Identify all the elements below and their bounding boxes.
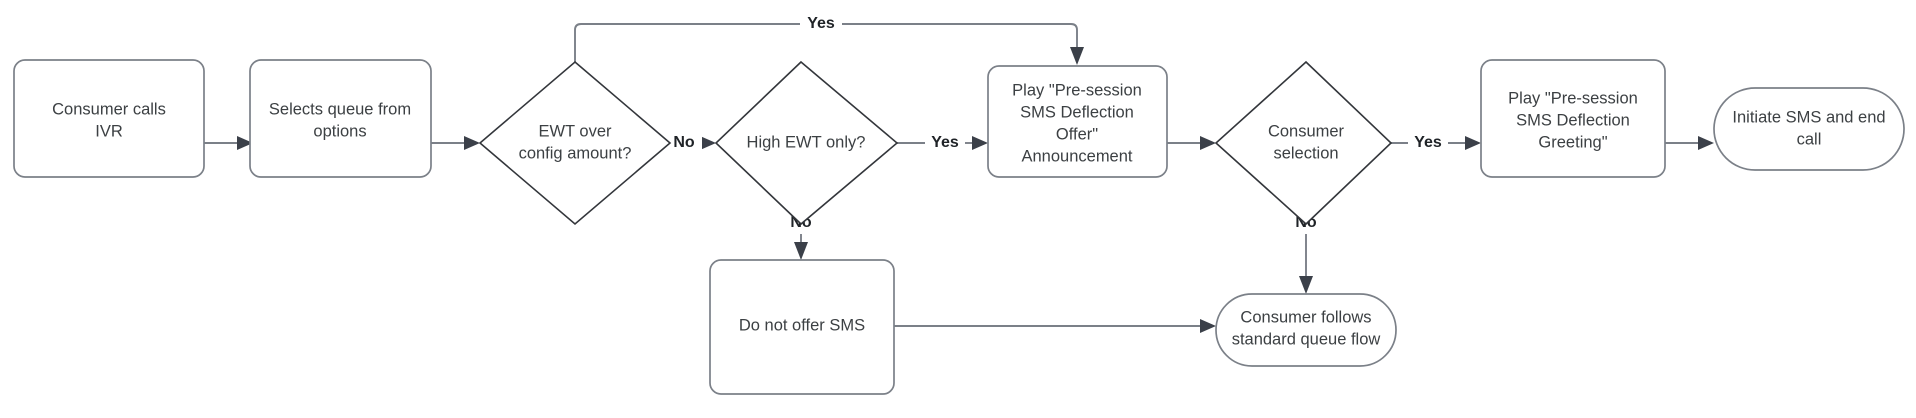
node-high-ewt-only[interactable]: High EWT only?: [714, 60, 899, 226]
node-consumer-selection-line-0: Consumer: [1268, 122, 1345, 140]
node-ewt-over-config-line-1: config amount?: [519, 144, 632, 162]
node-standard-queue-flow[interactable]: Consumer follows standard queue flow: [1215, 293, 1397, 367]
node-play-offer-announcement-line-2: Offer": [1056, 125, 1098, 143]
edge-label-no-ewt-config: No: [673, 134, 695, 151]
node-consumer-selection-line-1: selection: [1273, 144, 1338, 162]
node-ewt-over-config-line-0: EWT over: [538, 122, 612, 140]
node-play-greeting[interactable]: Play "Pre-session SMS Deflection Greetin…: [1480, 59, 1666, 178]
node-selects-queue-shape[interactable]: [249, 59, 432, 178]
node-consumer-selection[interactable]: Consumer selection: [1214, 60, 1393, 226]
edge-selects-queue-to-ewt-over-config: [431, 136, 480, 150]
edge-high-ewt-only-to-play-offer-announcement-yes: Yes: [897, 132, 988, 154]
node-standard-queue-flow-line-0: Consumer follows: [1240, 308, 1371, 326]
node-consumer-calls-ivr-line-0: Consumer calls: [52, 100, 166, 118]
node-play-greeting-shape[interactable]: [1480, 59, 1666, 178]
edge-play-greeting-to-initiate-sms: [1665, 136, 1714, 150]
node-standard-queue-flow-line-1: standard queue flow: [1232, 330, 1381, 348]
edge-do-not-offer-sms-to-standard-queue-flow: [894, 319, 1216, 333]
node-high-ewt-only-shape[interactable]: [714, 60, 899, 226]
node-consumer-calls-ivr[interactable]: Consumer calls IVR: [13, 59, 205, 178]
node-standard-queue-flow-shape[interactable]: [1215, 293, 1397, 367]
node-ewt-over-config-shape[interactable]: [478, 60, 672, 226]
node-play-greeting-line-0: Play "Pre-session: [1508, 89, 1638, 107]
node-ewt-over-config[interactable]: EWT over config amount?: [478, 60, 672, 226]
edge-label-yes-ewt-config: Yes: [807, 15, 835, 32]
node-selects-queue[interactable]: Selects queue from options: [249, 59, 432, 178]
node-initiate-sms-line-0: Initiate SMS and end: [1732, 108, 1885, 126]
node-selects-queue-line-0: Selects queue from: [269, 100, 411, 118]
node-play-offer-announcement-line-0: Play "Pre-session: [1012, 81, 1142, 99]
edge-ewt-over-config-to-play-offer-announcement-yes: Yes: [574, 12, 1084, 84]
node-play-offer-announcement-line-3: Announcement: [1022, 147, 1133, 165]
node-consumer-selection-shape[interactable]: [1214, 60, 1393, 226]
node-initiate-sms-line-1: call: [1797, 130, 1822, 148]
node-consumer-calls-ivr-line-1: IVR: [95, 122, 123, 140]
node-consumer-calls-ivr-shape[interactable]: [13, 59, 205, 178]
edge-label-yes-high-ewt: Yes: [931, 134, 959, 151]
node-initiate-sms-shape[interactable]: [1713, 87, 1905, 171]
edge-label-yes-consumer-selection: Yes: [1414, 134, 1442, 151]
node-selects-queue-line-1: options: [313, 122, 366, 140]
edge-play-offer-announcement-to-consumer-selection: [1167, 136, 1216, 150]
node-high-ewt-only-line-0: High EWT only?: [747, 133, 866, 151]
node-play-offer-announcement-shape[interactable]: [987, 65, 1168, 178]
edge-consumer-selection-to-play-greeting-yes: Yes: [1391, 132, 1481, 154]
node-play-greeting-line-1: SMS Deflection: [1516, 111, 1630, 129]
node-do-not-offer-sms-shape[interactable]: [709, 259, 895, 395]
edge-consumer-calls-ivr-to-selects-queue: [204, 136, 253, 150]
node-play-offer-announcement-line-1: SMS Deflection: [1020, 103, 1134, 121]
edge-ewt-over-config-to-high-ewt-only-no: No: [666, 132, 716, 154]
node-do-not-offer-sms[interactable]: Do not offer SMS: [709, 259, 895, 395]
node-play-greeting-line-2: Greeting": [1538, 133, 1607, 151]
node-initiate-sms[interactable]: Initiate SMS and end call: [1713, 87, 1905, 171]
node-do-not-offer-sms-line-0: Do not offer SMS: [739, 316, 865, 334]
node-play-offer-announcement[interactable]: Play "Pre-session SMS Deflection Offer" …: [987, 65, 1168, 178]
